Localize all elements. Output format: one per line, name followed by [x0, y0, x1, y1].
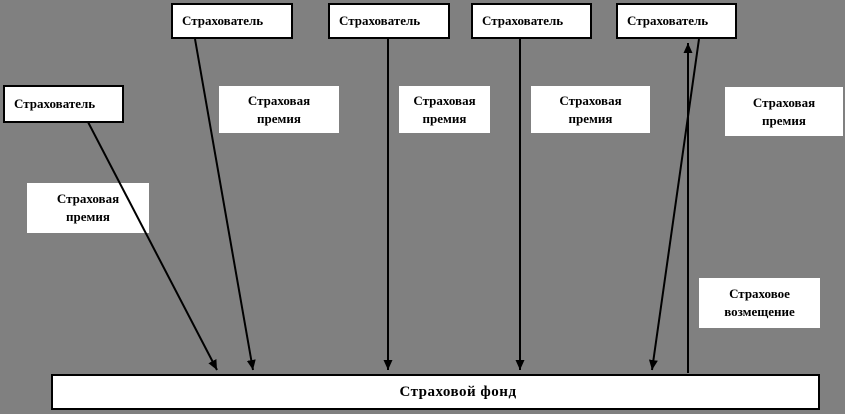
insured-box-3: Страхователь: [328, 3, 450, 39]
premium-label-4: Страховая премия: [531, 86, 650, 133]
premium-label-3: Страховая премия: [399, 86, 490, 133]
compensation-label: Страховое возмещение: [699, 278, 820, 328]
premium-label-2: Страховая премия: [219, 86, 339, 133]
insured-box-5: Страхователь: [616, 3, 737, 39]
insured-box-2: Страхователь: [171, 3, 293, 39]
premium-label-1: Страховая премия: [27, 183, 149, 233]
insured-box-1: Страхователь: [3, 85, 124, 123]
premium-arrow-5: [648, 38, 700, 371]
insured-box-4: Страхователь: [471, 3, 592, 39]
fund-box: Страховой фонд: [51, 374, 820, 410]
premium-arrow-1: [87, 121, 218, 371]
premium-label-5: Страховая премия: [725, 87, 843, 136]
